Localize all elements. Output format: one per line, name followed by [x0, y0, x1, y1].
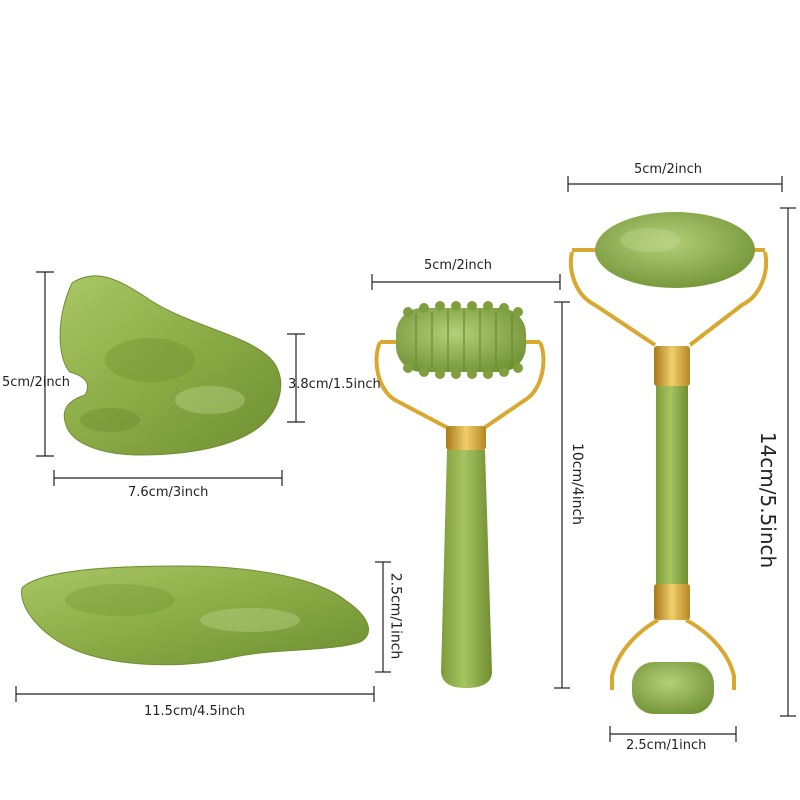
- small-roller-height-dimension: [554, 301, 570, 689]
- gua-sha-wing-height-dimension: [375, 561, 391, 673]
- small-roller-width-label: 5cm/2inch: [424, 258, 492, 273]
- gua-sha-heart: [59, 275, 282, 456]
- small-roller-height-label: 10cm/4inch: [569, 442, 586, 526]
- gua-sha-heart-notch-label: 3.8cm/1.5inch: [288, 377, 381, 392]
- small-roller: [374, 301, 546, 688]
- large-roller-small-end-label: 2.5cm/1inch: [626, 738, 707, 753]
- gua-sha-wing-width-dimension: [15, 686, 375, 702]
- large-roller-width-label: 5cm/2inch: [634, 162, 702, 177]
- large-roller: [568, 212, 769, 714]
- large-roller-width-dimension: [567, 176, 783, 192]
- large-roller-height-label: 14cm/5.5inch: [756, 431, 781, 569]
- gua-sha-heart-height-dimension: [36, 271, 54, 457]
- large-roller-height-dimension: [780, 207, 796, 717]
- gua-sha-heart-notch-dimension: [287, 333, 305, 423]
- gua-sha-wing-width-label: 11.5cm/4.5inch: [144, 704, 246, 719]
- gua-sha-wing: [21, 565, 369, 666]
- gua-sha-heart-width-dimension: [53, 470, 283, 486]
- gua-sha-wing-height-label: 2.5cm/1inch: [387, 572, 404, 660]
- small-roller-width-dimension: [371, 274, 561, 290]
- large-roller-small-end-dimension: [609, 726, 737, 742]
- gua-sha-heart-width-label: 7.6cm/3inch: [128, 485, 209, 500]
- gua-sha-heart-height-label: 5cm/2inch: [2, 375, 70, 390]
